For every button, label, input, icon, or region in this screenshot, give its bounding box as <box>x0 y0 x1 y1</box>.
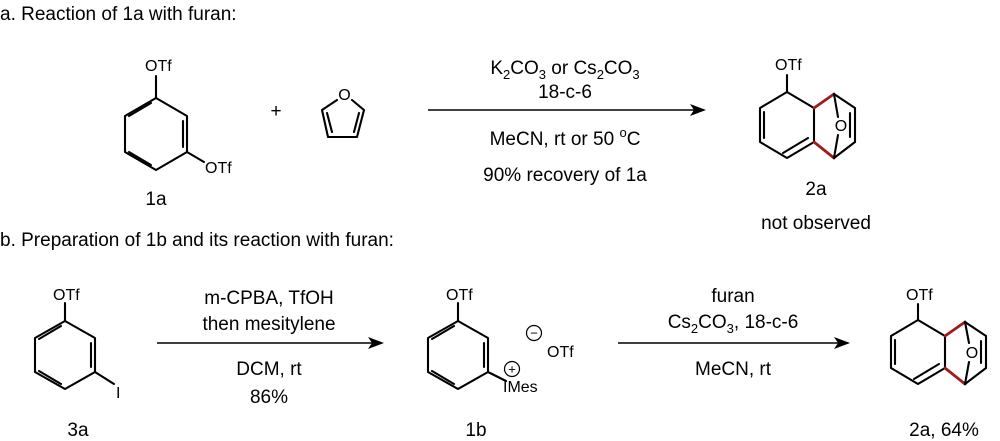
1b-counterion: OTf <box>547 344 574 361</box>
svg-text:+: + <box>508 362 516 377</box>
step1-reagents: m-CPBA, TfOH <box>204 288 334 309</box>
compound-3a-structure <box>33 301 116 391</box>
compound-label-2a-yield: 2a, 64% <box>909 420 979 441</box>
step2-base: Cs2CO3, 18-c-6 <box>668 312 799 336</box>
part-a-heading: a. Reaction of 1a with furan: <box>0 4 237 25</box>
2a-otf-b: OTf <box>906 287 933 304</box>
not-observed-note: not observed <box>761 213 871 234</box>
part-b-heading: b. Preparation of 1b and its reaction wi… <box>0 230 394 251</box>
furan-structure <box>320 98 366 139</box>
reaction-arrow-b2 <box>618 337 850 349</box>
1b-iodonium: IMes <box>503 379 538 396</box>
conditions-a-recovery: 90% recovery of 1a <box>483 165 647 186</box>
compound-2a-structure-b <box>889 302 988 386</box>
step1-solvent: DCM, rt <box>236 359 302 380</box>
reaction-arrow-a <box>428 104 706 116</box>
1a-otf-meta: OTf <box>205 160 232 177</box>
1b-otf: OTf <box>446 287 473 304</box>
3a-otf: OTf <box>53 287 80 304</box>
step1-then: then mesitylene <box>202 314 335 335</box>
2a-otf-a: OTf <box>775 57 802 74</box>
compound-label-2a: 2a <box>805 179 827 200</box>
1b-minus-charge: − <box>525 324 543 342</box>
step2-reagent: furan <box>711 286 754 307</box>
compound-1b-structure <box>426 301 508 391</box>
reaction-arrow-b1 <box>157 337 384 349</box>
plus-sign: + <box>270 101 281 122</box>
2a-bridge-oxygen-a: O <box>835 118 847 135</box>
step2-solvent: MeCN, rt <box>695 359 772 380</box>
step1-yield: 86% <box>250 387 288 408</box>
compound-label-1b: 1b <box>465 420 486 441</box>
compound-1a-structure <box>123 74 206 172</box>
compound-label-3a: 3a <box>67 420 89 441</box>
compound-label-1a: 1a <box>145 189 167 210</box>
3a-iodine: I <box>116 385 120 402</box>
conditions-a-reagents: K2CO3 or Cs2CO3 <box>490 58 639 82</box>
furan-oxygen: O <box>338 87 350 104</box>
2a-bridge-oxygen-b: O <box>966 345 978 362</box>
svg-text:−: − <box>530 326 538 341</box>
compound-2a-structure-a <box>758 73 857 160</box>
conditions-a-catalyst: 18-c-6 <box>538 82 592 103</box>
1b-plus-charge: + <box>503 360 521 378</box>
1a-otf-top: OTf <box>145 58 172 75</box>
conditions-a-solvent: MeCN, rt or 50 oC <box>490 125 641 150</box>
